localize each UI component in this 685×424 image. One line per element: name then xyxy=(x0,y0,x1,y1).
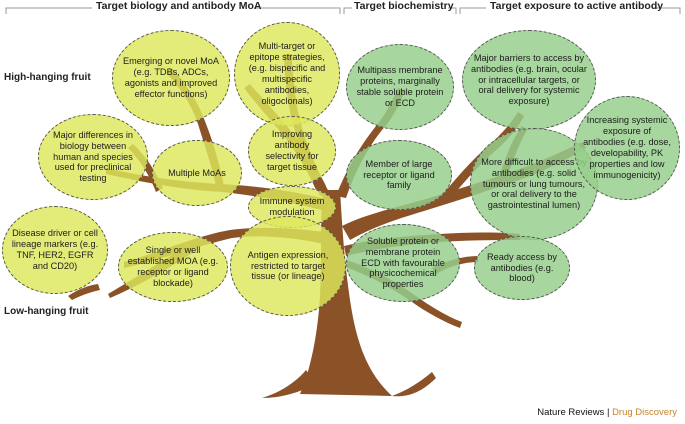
header-target-biochemistry: Target biochemistry xyxy=(354,0,454,12)
bubble-multiple-moas: Multiple MoAs xyxy=(152,140,242,206)
bubble-species-differences: Major differences in biology between hum… xyxy=(38,114,148,200)
bubble-multi-target-strategies: Multi-target or epitope strategies, (e.g… xyxy=(234,22,340,126)
bubble-antibody-selectivity: Improving antibody selectivity for targe… xyxy=(248,116,336,186)
bubble-major-barriers: Major barriers to access by antibodies (… xyxy=(462,30,596,130)
branch-left-root-tip xyxy=(68,284,100,300)
bracket-exposure xyxy=(459,7,681,14)
label-high-hanging-fruit: High-hanging fruit xyxy=(4,72,91,83)
bracket-biochemistry xyxy=(343,7,457,14)
label-low-hanging-fruit: Low-hanging fruit xyxy=(4,306,89,317)
header-target-biology: Target biology and antibody MoA xyxy=(96,0,262,12)
bubble-systemic-exposure: Increasing systemic exposure of antibodi… xyxy=(574,96,680,200)
credit-section: Drug Discovery xyxy=(612,407,677,418)
bubble-emerging-moa: Emerging or novel MoA (e.g. TDBs, ADCs, … xyxy=(112,30,230,126)
bracket-biology xyxy=(5,7,341,14)
header-brackets xyxy=(5,7,681,14)
bubble-ready-access: Ready access by antibodies (e.g. blood) xyxy=(474,236,570,300)
bubble-disease-driver-markers: Disease driver or cell lineage markers (… xyxy=(2,206,108,294)
credit-separator: | xyxy=(604,407,613,418)
root-right xyxy=(392,372,436,397)
header-target-exposure: Target exposure to active antibody xyxy=(490,0,664,12)
bubble-antigen-expression: Antigen expression, restricted to target… xyxy=(230,216,346,316)
credit-journal: Nature Reviews xyxy=(537,407,605,418)
journal-credit: Nature Reviews | Drug Discovery xyxy=(537,407,677,418)
bubble-soluble-protein: Soluble protein or membrane protein ECD … xyxy=(346,224,460,302)
bubble-receptor-ligand-family: Member of large receptor or ligand famil… xyxy=(346,140,452,210)
bubble-multipass-membrane-proteins: Multipass membrane proteins, marginally … xyxy=(346,44,454,130)
root-left xyxy=(262,370,316,398)
bubble-single-moa: Single or well established MOA (e.g. rec… xyxy=(118,232,228,302)
branch-right-main xyxy=(342,142,586,240)
